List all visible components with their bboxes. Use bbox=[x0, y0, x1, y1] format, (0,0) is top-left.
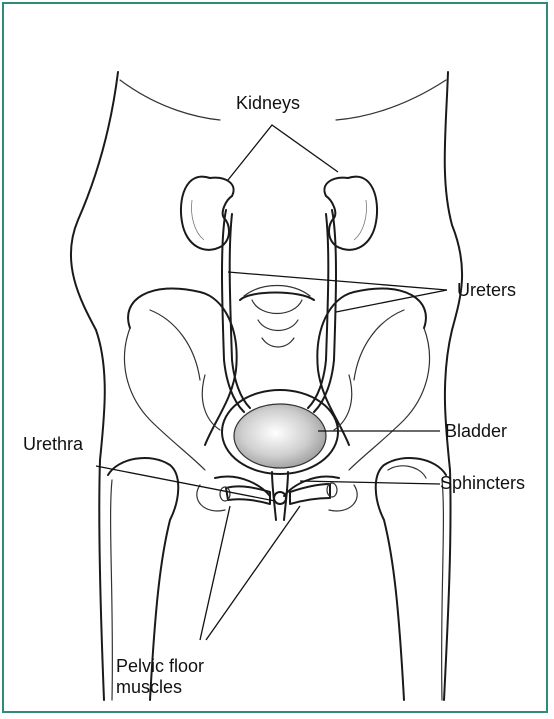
label-kidneys: Kidneys bbox=[236, 93, 300, 114]
label-ureters: Ureters bbox=[457, 280, 516, 301]
ureters bbox=[222, 210, 336, 412]
label-pelvic-floor: Pelvic floor muscles bbox=[116, 656, 204, 697]
label-sphincters: Sphincters bbox=[440, 473, 525, 494]
label-bladder: Bladder bbox=[445, 421, 507, 442]
kidneys bbox=[181, 177, 377, 250]
label-pelvic-floor-line2: muscles bbox=[116, 677, 204, 698]
label-urethra: Urethra bbox=[23, 434, 83, 455]
bladder bbox=[222, 390, 338, 520]
pelvis bbox=[124, 286, 429, 511]
leader-lines bbox=[96, 125, 447, 640]
label-pelvic-floor-line1: Pelvic floor bbox=[116, 656, 204, 677]
